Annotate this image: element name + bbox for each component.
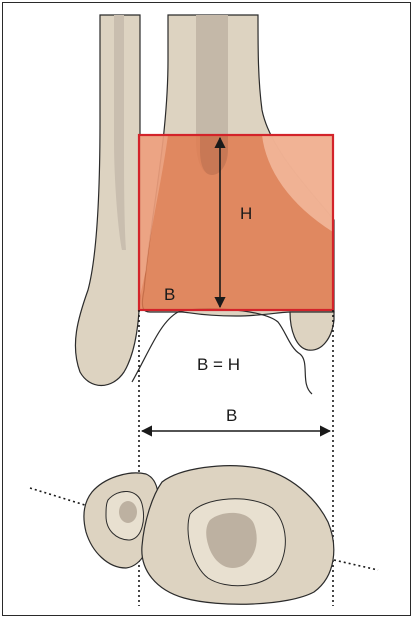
fibula-bone bbox=[75, 15, 140, 386]
base-label-inner: B bbox=[164, 285, 175, 304]
axis-line-right bbox=[334, 560, 378, 570]
equation-label: B = H bbox=[197, 355, 240, 374]
height-label: H bbox=[240, 204, 252, 223]
base-label-measure: B bbox=[226, 406, 237, 425]
axis-line-left bbox=[30, 488, 88, 506]
tibia-cross-section bbox=[142, 466, 334, 605]
measurement-zone bbox=[139, 135, 333, 310]
talus-outline bbox=[132, 309, 312, 394]
